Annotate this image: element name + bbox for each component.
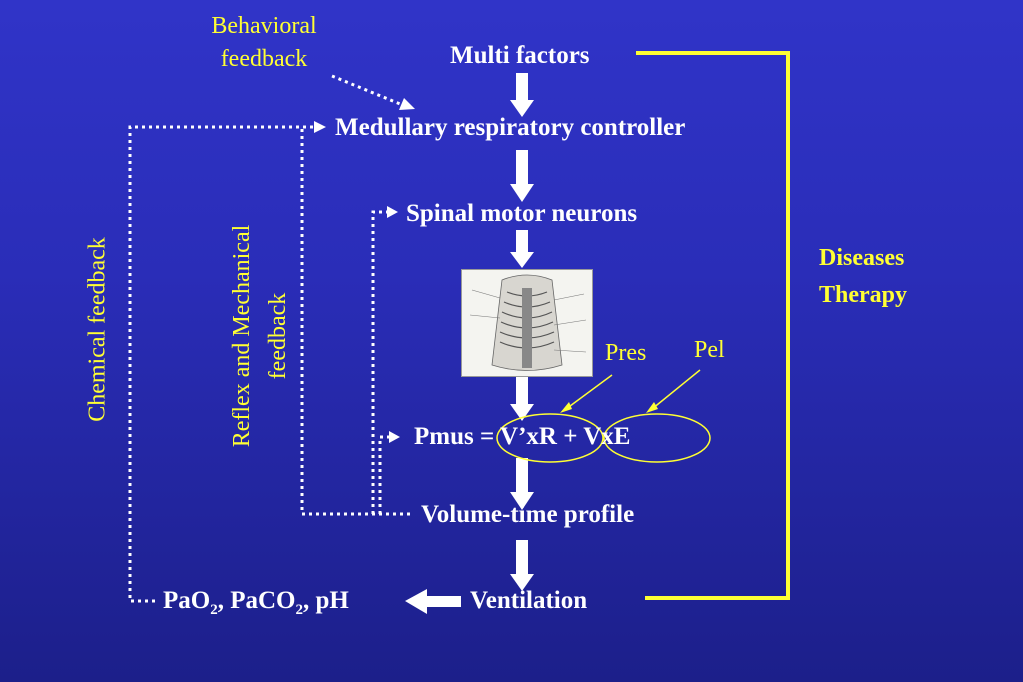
multi-factors-node: Multi factors	[450, 42, 590, 69]
flow-arrows	[405, 73, 534, 614]
controller-node: Medullary respiratory controller	[335, 114, 686, 141]
blood-gas-node: PaO2, PaCO2, pH	[163, 587, 349, 618]
chest-muscle-illustration	[461, 269, 593, 377]
chemical-feedback-label: Chemical feedback	[84, 237, 111, 422]
ventilation-node: Ventilation	[470, 587, 588, 614]
therapy-bracket	[636, 51, 790, 600]
pmus-equation: Pmus = V’xR + VxE	[414, 423, 631, 450]
xr-ellipse	[496, 413, 604, 463]
pres-label: Pres	[605, 340, 647, 366]
pel-label: Pel	[694, 337, 725, 363]
xe-ellipse	[603, 413, 711, 463]
volume-time-node: Volume-time profile	[421, 501, 635, 528]
spinal-motor-node: Spinal motor neurons	[406, 200, 638, 227]
